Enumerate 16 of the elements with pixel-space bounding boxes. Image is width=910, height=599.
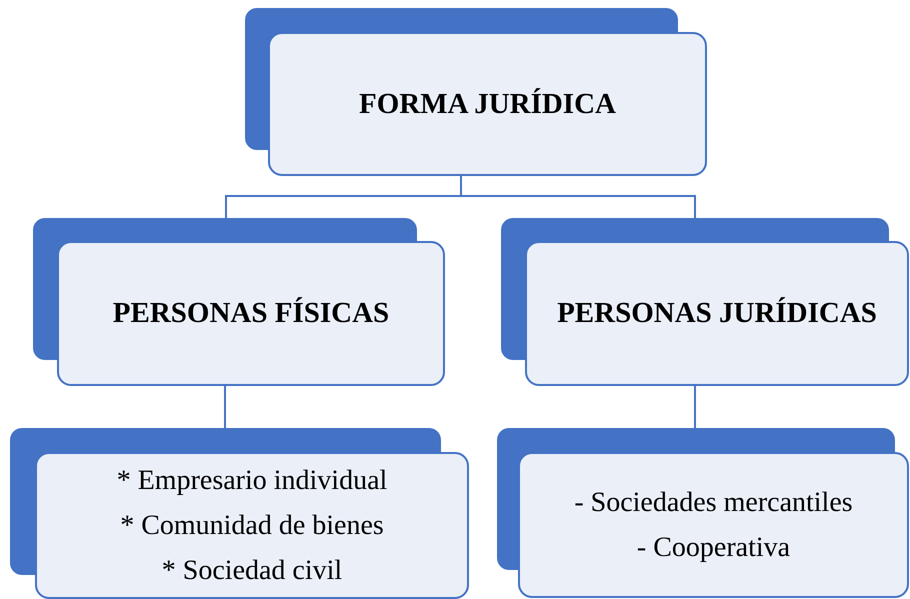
box-heading: PERSONAS FÍSICAS	[112, 297, 390, 330]
connector-line	[694, 386, 696, 428]
box-heading: FORMA JURÍDICA	[359, 88, 616, 120]
connector-line	[224, 386, 226, 428]
list-item: - Sociedades mercantiles	[574, 486, 853, 520]
org-chart-box	[245, 8, 707, 176]
org-chart-box	[33, 218, 445, 386]
list-item: - Cooperativa	[636, 531, 790, 565]
org-chart-box	[501, 218, 909, 386]
org-chart-box	[497, 428, 909, 598]
box-heading: PERSONAS JURÍDICAS	[557, 297, 877, 330]
list-item: * Sociedad civil	[162, 554, 342, 588]
org-chart-box	[10, 428, 469, 599]
connector-line	[460, 176, 696, 218]
list-item: * Empresario individual	[116, 464, 388, 498]
list-item: * Comunidad de bienes	[120, 509, 384, 543]
